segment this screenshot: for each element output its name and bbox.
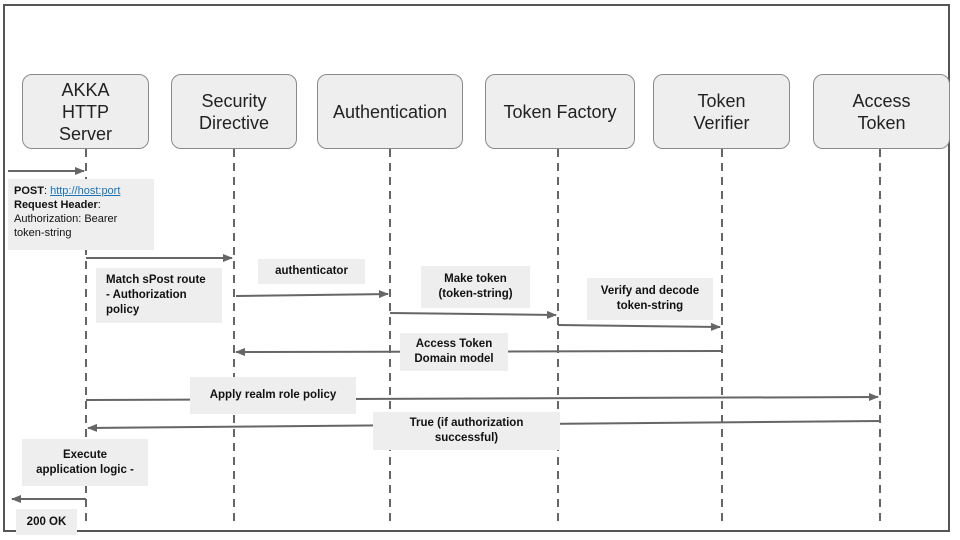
authorization-line: Authorization: Bearer (14, 213, 118, 225)
arrow-security-to-auth (235, 290, 389, 299)
note-apply-realm-policy: Apply realm role policy (190, 377, 356, 414)
actor-access-token: Access Token (813, 74, 950, 149)
request-note: POST: http://host:port Request Header: A… (8, 179, 154, 250)
post-label: POST (14, 185, 44, 197)
actor-token-verifier: Token Verifier (653, 74, 790, 149)
token-line: token-string (14, 227, 72, 239)
note-200-ok: 200 OK (16, 509, 77, 535)
note-execute-logic: Execute application logic - (22, 439, 148, 486)
diagram-frame (3, 4, 950, 532)
actor-token-factory: Token Factory (485, 74, 635, 149)
header-label: Request Header (14, 199, 98, 211)
header-line: Request Header: (14, 198, 101, 212)
note-match-route: Match sPost route - Authorization policy (96, 268, 222, 323)
post-line: POST: http://host:port (14, 184, 120, 198)
actor-authentication: Authentication (317, 74, 463, 149)
actor-akka-http-server: AKKA HTTP Server (22, 74, 149, 149)
post-url-link[interactable]: http://host:port (50, 185, 121, 197)
note-true-if-authorized: True (if authorization successful) (373, 412, 560, 450)
post-separator: : (43, 185, 51, 197)
note-make-token: Make token (token-string) (421, 266, 530, 308)
header-separator: : (97, 199, 101, 211)
note-verify-decode: Verify and decode token-string (587, 278, 713, 320)
actor-security-directive: Security Directive (171, 74, 297, 149)
note-authenticator: authenticator (258, 259, 365, 284)
note-access-token-domain: Access Token Domain model (400, 333, 508, 371)
arrow-auth-to-factory (389, 310, 557, 319)
arrow-factory-to-verifier (557, 322, 721, 331)
